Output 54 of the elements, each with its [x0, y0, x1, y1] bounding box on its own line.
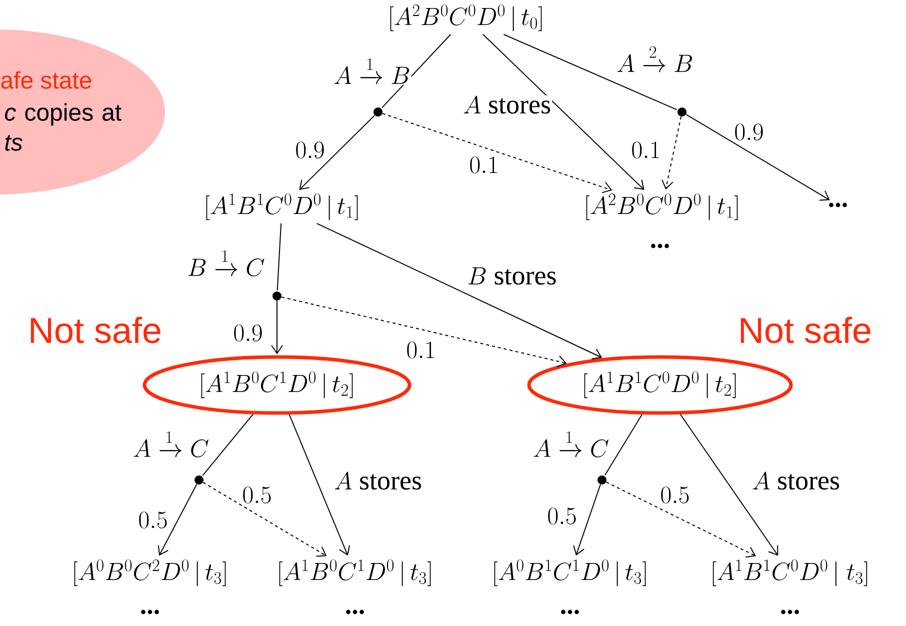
- arrow: [573, 484, 601, 556]
- edge-label: $0.5$: [241, 486, 273, 504]
- ellipsis: ...: [346, 610, 364, 614]
- edge-label: $A\text{ stores}$: [333, 471, 423, 491]
- ellipsis: ...: [781, 610, 799, 614]
- arrow: [202, 482, 327, 557]
- chance-dot: [194, 476, 204, 484]
- note-text: c copies at ts: [5, 103, 122, 151]
- arrow: [482, 34, 644, 190]
- arrow: [662, 116, 682, 190]
- ellipsis: ...: [141, 610, 159, 614]
- ellipsis: ...: [561, 610, 579, 614]
- edge-label: $A\xrightarrow{2}B$: [616, 43, 694, 73]
- edge-label: $A\text{ stores}$: [462, 95, 552, 115]
- edge-label: $0.9$: [232, 324, 264, 342]
- arrow: [271, 300, 283, 354]
- chance-dot: [374, 108, 382, 116]
- edge-label: $B\text{ stores}$: [466, 266, 558, 286]
- state-label: $[A^1B^1C^0D^0\,|\;t_3]$: [712, 560, 868, 586]
- state-label: $[A^0B^0C^2D^0\,|\,t_3]$: [74, 560, 226, 586]
- edge-label: $A\xrightarrow{1}B$: [332, 55, 412, 85]
- edge-label: $0.5$: [659, 486, 691, 504]
- state-label: $[A^1B^1C^0D^0\,|\,t_1]$: [206, 194, 358, 220]
- edge-label: $0.5$: [137, 510, 169, 529]
- ellipsis: ...: [651, 244, 669, 248]
- state-label: $[A^2B^0C^0D^0\,|\,t_1]$: [586, 194, 738, 220]
- arrow: [299, 114, 376, 190]
- edge-label: $A\xrightarrow{1}C$: [532, 428, 610, 458]
- edge-label: $A\xrightarrow{1}C$: [132, 428, 210, 458]
- arrow: [316, 222, 602, 360]
- edge-label: $A\text{ stores}$: [751, 471, 841, 491]
- edge-label: $0.1$: [468, 156, 500, 174]
- arrow: [382, 113, 612, 194]
- note-heading: afe state: [1, 71, 92, 89]
- arrow: [288, 414, 350, 556]
- arrow: [158, 484, 198, 556]
- warning-label: Not safe: [30, 316, 160, 344]
- chance-dot: [598, 476, 606, 484]
- chance-dot: [272, 292, 282, 300]
- edge-label: $0.5$: [546, 506, 578, 525]
- arrow: [680, 414, 778, 556]
- edge-label: $0.1$: [630, 140, 662, 160]
- arrow: [686, 114, 830, 201]
- edge-label: $B\xrightarrow{1}C$: [186, 247, 266, 277]
- state-label: $[A^1B^0C^1D^0\,|\,t_3]$: [279, 560, 431, 586]
- state-label: $[A^2B^0C^0D^0\,|\,t_0]$: [390, 4, 542, 32]
- chance-dot: [678, 108, 686, 116]
- arrow: [606, 482, 756, 558]
- warning-label: Not safe: [740, 316, 870, 344]
- arrow: [281, 296, 567, 368]
- edge-label: $0.9$: [733, 122, 765, 142]
- edge-label: $0.9$: [294, 140, 326, 160]
- ellipsis: ...: [829, 202, 847, 208]
- state-label: $[A^0B^1C^1D^0\,|\,t_3]$: [494, 560, 646, 586]
